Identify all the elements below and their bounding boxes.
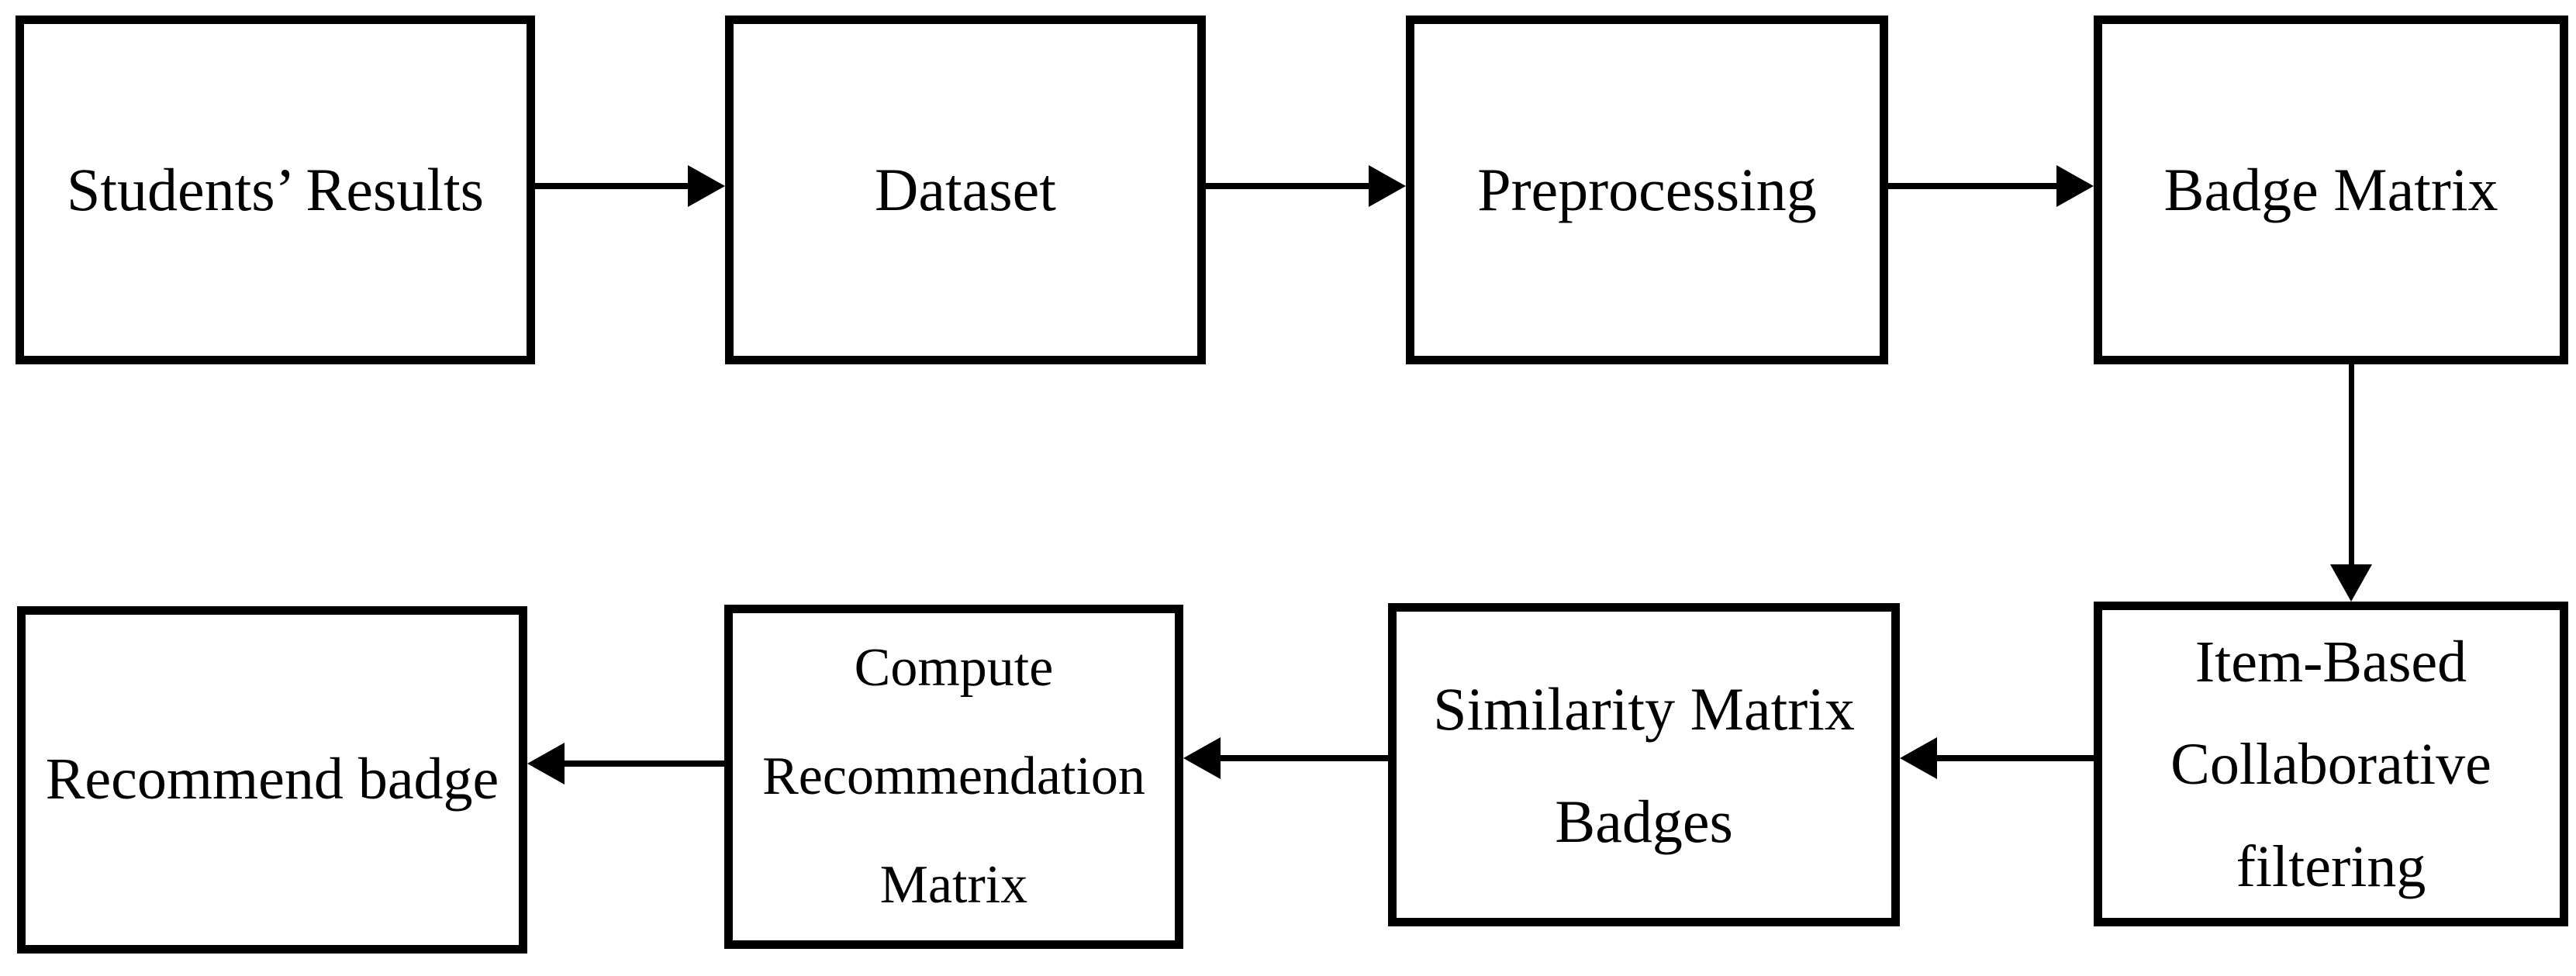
arrowhead-right-icon — [1369, 165, 1406, 207]
arrowhead-left-icon — [1900, 737, 1937, 779]
arrow-compute-to-recommend — [565, 760, 724, 767]
box-label-line: Recommendation — [762, 747, 1145, 806]
box-label-line: Compute — [854, 638, 1054, 698]
box-label-line: Collaborative — [2170, 731, 2491, 797]
flow-box-item-based-collaborative-filtering: Item-Based Collaborative filtering — [2094, 602, 2568, 926]
arrow-students-to-dataset — [535, 183, 689, 189]
arrow-item-based-to-similarity — [1937, 755, 2094, 761]
box-label: Recommend badge — [45, 747, 499, 812]
flow-box-dataset: Dataset — [725, 16, 1206, 364]
box-label-line: Matrix — [879, 855, 1028, 915]
box-label: Dataset — [875, 156, 1056, 224]
box-label-line: Similarity Matrix — [1433, 674, 1855, 743]
box-label: Students’ Results — [66, 156, 485, 224]
arrowhead-down-icon — [2330, 564, 2372, 602]
flow-box-badge-matrix: Badge Matrix — [2094, 16, 2568, 364]
arrowhead-right-icon — [2056, 165, 2094, 207]
arrow-similarity-to-compute — [1221, 755, 1388, 761]
arrowhead-left-icon — [527, 743, 565, 785]
flow-box-similarity-matrix-badges: Similarity Matrix Badges — [1388, 603, 1900, 926]
box-label-line: filtering — [2236, 833, 2426, 899]
arrowhead-left-icon — [1183, 737, 1221, 779]
arrow-dataset-to-preprocessing — [1206, 183, 1369, 189]
flow-box-compute-recommendation-matrix: Compute Recommendation Matrix — [724, 605, 1183, 949]
box-label: Badge Matrix — [2163, 156, 2498, 224]
flow-box-preprocessing: Preprocessing — [1406, 16, 1888, 364]
flow-box-recommend-badge: Recommend badge — [17, 606, 527, 954]
flow-box-students-results: Students’ Results — [16, 16, 535, 364]
box-label-line: Item-Based — [2194, 629, 2467, 695]
arrow-badge-matrix-to-item-based — [2349, 359, 2354, 565]
box-label-line: Badges — [1555, 787, 1733, 855]
box-label: Preprocessing — [1477, 156, 1817, 224]
arrow-preprocessing-to-badge-matrix — [1888, 183, 2057, 189]
arrowhead-right-icon — [688, 165, 725, 207]
